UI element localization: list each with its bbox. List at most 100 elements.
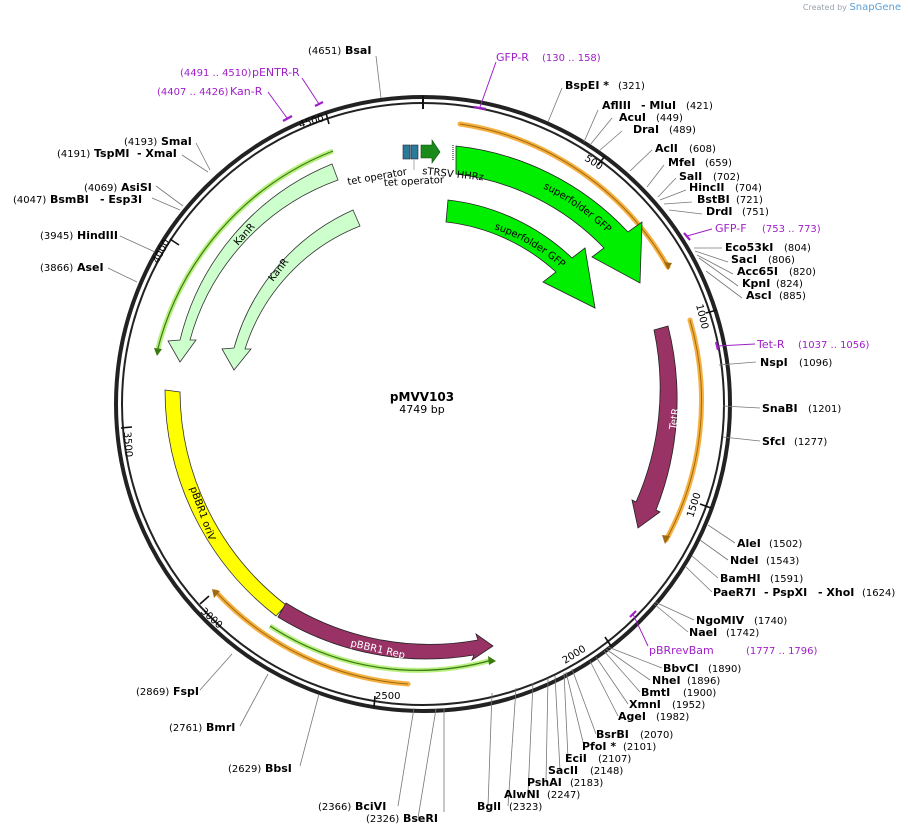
site-alwni[interactable]: AlwNI (2247) [504, 788, 580, 801]
site-fspi[interactable]: (2869) FspI [136, 685, 199, 698]
site-nspi[interactable]: NspI (1096) [760, 356, 832, 369]
svg-text:BsmBI: BsmBI [50, 193, 89, 206]
svg-text:BsaI: BsaI [345, 44, 371, 57]
site-sacii[interactable]: SacII (2148) [548, 764, 623, 777]
plasmid-length: 4749 bp [399, 403, 444, 416]
site-ndei[interactable]: NdeI (1543) [730, 554, 799, 567]
site-hincii[interactable]: HincII (704) [689, 181, 762, 194]
site-naei[interactable]: NaeI (1742) [689, 626, 759, 639]
site-snabi[interactable]: SnaBI (1201) [762, 402, 841, 415]
svg-text:(2323): (2323) [509, 802, 542, 813]
site-smai[interactable]: (4193) SmaI [124, 135, 192, 148]
svg-text:AgeI: AgeI [618, 710, 646, 723]
site-bbsi[interactable]: (2629) BbsI [228, 762, 292, 775]
svg-text:(2101): (2101) [623, 742, 656, 753]
svg-text:NspI: NspI [760, 356, 788, 369]
svg-text:(1096): (1096) [799, 358, 832, 369]
site-paer7i-pspxi-xhoi[interactable]: PaeR7I - PspXI - XhoI (1624) [713, 586, 895, 599]
snapgene-credit: Created by SnapGene [803, 2, 901, 13]
primer-leaders [267, 61, 756, 647]
site-asci[interactable]: AscI (885) [746, 289, 806, 302]
site-bgli[interactable]: BglI (2323) [477, 800, 542, 813]
site-eco53ki[interactable]: Eco53kI (804) [725, 241, 811, 254]
feature-pbbr1-rep[interactable]: pBBR1 Rep [277, 602, 494, 661]
svg-text:PfoI *: PfoI * [582, 740, 616, 753]
svg-text:AseI: AseI [77, 261, 104, 274]
primer-pentr-r[interactable]: (4491 .. 4510) pENTR-R [180, 66, 300, 79]
site-nhei[interactable]: NheI (1896) [652, 674, 720, 687]
site-hindiii[interactable]: (3945) HindIII [40, 229, 118, 242]
site-bbvci[interactable]: BbvCI (1890) [663, 662, 741, 675]
svg-text:(130 .. 158): (130 .. 158) [542, 53, 601, 64]
site-agei[interactable]: AgeI (1982) [618, 710, 689, 723]
svg-text:(1502): (1502) [769, 539, 802, 550]
site-acui[interactable]: AcuI (449) [619, 111, 683, 124]
svg-text:- PspXI: - PspXI [764, 586, 807, 599]
svg-text:(2070): (2070) [640, 730, 673, 741]
primer-tet-r[interactable]: Tet-R (1037 .. 1056) [756, 338, 870, 351]
svg-text:SmaI: SmaI [161, 135, 192, 148]
primer-gfp-f[interactable]: GFP-F (753 .. 773) [715, 222, 821, 235]
site-bsai[interactable]: (4651) BsaI [308, 44, 371, 57]
site-pfoi[interactable]: PfoI * (2101) [582, 740, 656, 753]
site-ecii[interactable]: EciI (2107) [565, 752, 631, 765]
primer-gfp-r[interactable]: GFP-R (130 .. 158) [496, 51, 601, 64]
site-acli[interactable]: AclI (608) [655, 142, 716, 155]
primer-kan-r[interactable]: (4407 .. 4426) Kan-R [157, 85, 263, 98]
site-pshai[interactable]: PshAI (2183) [527, 776, 603, 789]
site-afliii-mlui[interactable]: AflIII - MluI (421) [602, 99, 713, 112]
site-bsmbi-esp3i[interactable]: (4047) BsmBI - Esp3I [13, 193, 142, 206]
svg-text:BmtI: BmtI [641, 686, 670, 699]
site-bamhi[interactable]: BamHI (1591) [720, 572, 803, 585]
site-bseri[interactable]: (2326) BseRI [366, 812, 438, 825]
site-leader-lines [107, 55, 761, 819]
svg-text:(1037 .. 1056): (1037 .. 1056) [798, 340, 870, 351]
feature-tetr[interactable]: TetR [631, 325, 682, 529]
svg-text:Kan-R: Kan-R [230, 85, 263, 98]
site-asisi[interactable]: (4069) AsiSI [84, 181, 152, 194]
site-sali[interactable]: SalI (702) [679, 170, 740, 183]
primer-pbrrevbam[interactable]: pBRrevBam (1777 .. 1796) [649, 644, 818, 657]
site-bcivi[interactable]: (2366) BciVI [318, 800, 386, 813]
orf-band-rep-green-line [269, 625, 493, 671]
svg-text:DrdI: DrdI [706, 205, 733, 218]
site-bmri[interactable]: (2761) BmrI [169, 721, 235, 734]
svg-text:(2247): (2247) [547, 790, 580, 801]
svg-text:NgoMIV: NgoMIV [696, 614, 745, 627]
svg-text:(751): (751) [742, 207, 769, 218]
site-bspei[interactable]: BspEI * (321) [565, 79, 645, 92]
svg-text:BciVI: BciVI [355, 800, 386, 813]
svg-text:BglI: BglI [477, 800, 501, 813]
snapgene-logo: SnapGene [849, 2, 901, 13]
site-kpni[interactable]: KpnI (824) [742, 277, 803, 290]
site-drai[interactable]: DraI (489) [633, 123, 696, 136]
site-sfci[interactable]: SfcI (1277) [762, 435, 827, 448]
svg-text:DraI: DraI [633, 123, 659, 136]
site-acc65i[interactable]: Acc65I (820) [737, 265, 816, 278]
svg-text:AcuI: AcuI [619, 111, 646, 124]
site-bstbi[interactable]: BstBI (721) [697, 193, 763, 206]
site-saci[interactable]: SacI (806) [731, 253, 795, 266]
svg-text:(2107): (2107) [598, 754, 631, 765]
site-alei[interactable]: AleI (1502) [737, 537, 802, 550]
svg-text:pBRrevBam: pBRrevBam [649, 644, 714, 657]
scale-ticks [120, 112, 718, 708]
site-mfei[interactable]: MfeI (659) [668, 156, 732, 169]
svg-text:NheI: NheI [652, 674, 681, 687]
site-bmti[interactable]: BmtI (1900) [641, 686, 716, 699]
svg-text:(1982): (1982) [656, 712, 689, 723]
site-xmni[interactable]: XmnI (1952) [629, 698, 705, 711]
feature-pbbr1-oriv[interactable]: pBBR1 oriV [164, 389, 287, 617]
site-asei[interactable]: (3866) AseI [40, 261, 104, 274]
svg-text:AclI: AclI [655, 142, 678, 155]
site-drdi[interactable]: DrdI (751) [706, 205, 769, 218]
site-ngomiv[interactable]: NgoMIV (1740) [696, 614, 787, 627]
site-bsrbi[interactable]: BsrBI (2070) [596, 728, 673, 741]
svg-text:(804): (804) [784, 243, 811, 254]
svg-text:- XhoI: - XhoI [818, 586, 854, 599]
svg-text:(1624): (1624) [862, 588, 895, 599]
svg-text:PaeR7I: PaeR7I [713, 586, 756, 599]
svg-text:HindIII: HindIII [77, 229, 118, 242]
site-tspmi-xmai[interactable]: (4191) TspMI - XmaI [57, 147, 177, 160]
